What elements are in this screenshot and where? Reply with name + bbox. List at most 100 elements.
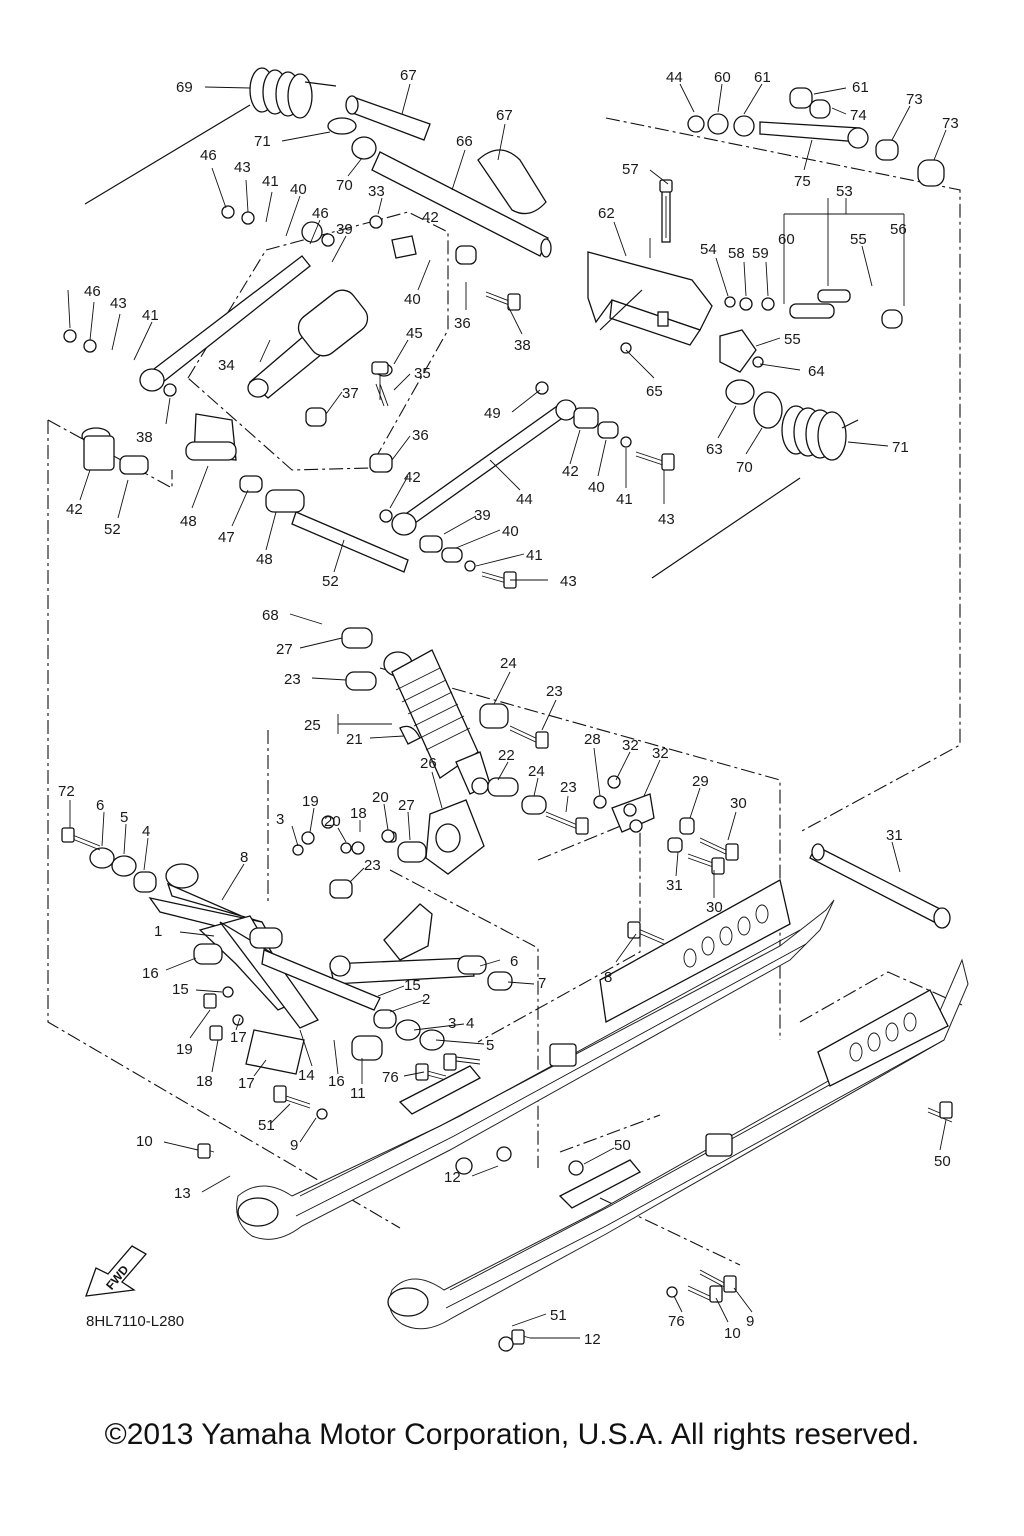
parts-diagram: FWD [47, 67, 969, 1352]
callout: 8 [240, 849, 248, 866]
callout: 10 [136, 1133, 153, 1150]
callout: 71 [892, 439, 909, 456]
callout: 46 [312, 205, 329, 222]
callout: 42 [66, 501, 83, 518]
callout: 58 [728, 245, 745, 262]
callout: 20 [372, 789, 389, 806]
callout: 71 [254, 133, 271, 150]
callout: 3 [276, 811, 284, 828]
callout: 32 [652, 745, 669, 762]
callout: 64 [808, 363, 825, 380]
callout: 16 [328, 1073, 345, 1090]
callout: 38 [136, 429, 153, 446]
callout: 43 [560, 573, 577, 590]
callout: 27 [276, 641, 293, 658]
callout: 68 [262, 607, 279, 624]
callout: 4 [466, 1015, 474, 1032]
callout: 45 [406, 325, 423, 342]
callout: 67 [400, 67, 417, 84]
callout: 38 [514, 337, 531, 354]
callout: 73 [906, 91, 923, 108]
callout: 43 [110, 295, 127, 312]
fasteners [61, 179, 953, 1352]
callout: 2 [422, 991, 430, 1008]
callout: 27 [398, 797, 415, 814]
callout: 56 [890, 221, 907, 238]
callout: 50 [614, 1137, 631, 1154]
callout: 52 [322, 573, 339, 590]
callout: 28 [584, 731, 601, 748]
callout: 53 [836, 183, 853, 200]
callout: 9 [746, 1313, 754, 1330]
callout: 42 [562, 463, 579, 480]
callout: 12 [584, 1331, 601, 1348]
callout: 41 [616, 491, 633, 508]
callout: 44 [516, 491, 533, 508]
callout: 74 [850, 107, 867, 124]
callout: 75 [794, 173, 811, 190]
callout: 12 [444, 1169, 461, 1186]
callout: 5 [486, 1037, 494, 1054]
callout-labels: 69 67 67 66 71 70 46 43 41 40 46 39 42 3… [58, 67, 959, 1348]
callout: 54 [700, 241, 717, 258]
callout: 46 [200, 147, 217, 164]
callout: 72 [58, 783, 75, 800]
callout: 19 [302, 793, 319, 810]
callout: 25 [304, 717, 321, 734]
callout: 76 [382, 1069, 399, 1086]
callout: 35 [414, 365, 431, 382]
callout: 15 [404, 977, 421, 994]
callout: 29 [692, 773, 709, 790]
callout: 42 [404, 469, 421, 486]
callout: 51 [258, 1117, 275, 1134]
upper-shock-absorber [247, 235, 417, 400]
callout: 16 [142, 965, 159, 982]
callout: 73 [942, 115, 959, 132]
rear-torsion-spring [651, 405, 859, 579]
callout: 23 [546, 683, 563, 700]
callout: 48 [180, 513, 197, 530]
callout: 40 [588, 479, 605, 496]
callout-leaders [67, 83, 947, 1339]
callout: 23 [284, 671, 301, 688]
callout: 5 [120, 809, 128, 826]
diagram-code: 8HL7110-L280 [86, 1313, 184, 1330]
front-arm-assembly [89, 847, 513, 1075]
callout: 15 [172, 981, 189, 998]
callout: 76 [668, 1313, 685, 1330]
left-slide-rail [236, 879, 835, 1240]
callout: 52 [104, 521, 121, 538]
callout: 49 [484, 405, 501, 422]
upper-bracket-assembly [587, 181, 903, 429]
upper-link-rods [81, 221, 619, 573]
callout: 30 [706, 899, 723, 916]
rear-axle [809, 843, 951, 929]
callout: 44 [666, 69, 683, 86]
callout: 17 [238, 1075, 255, 1092]
callout: 41 [262, 173, 279, 190]
callout: 30 [730, 795, 747, 812]
callout: 11 [350, 1085, 366, 1102]
callout: 6 [96, 797, 104, 814]
callout: 36 [412, 427, 429, 444]
callout: 67 [496, 107, 513, 124]
slide-rails [236, 843, 969, 1330]
callout: 46 [84, 283, 101, 300]
callout: 34 [218, 357, 235, 374]
callout: 41 [526, 547, 543, 564]
callout: 57 [622, 161, 639, 178]
callout: 61 [852, 79, 869, 96]
callout: 40 [290, 181, 307, 198]
callout: 8 [604, 969, 612, 986]
callout: 24 [528, 763, 545, 780]
callout: 59 [752, 245, 769, 262]
callout: 39 [474, 507, 491, 524]
callout: 39 [336, 221, 353, 238]
callout: 22 [498, 747, 515, 764]
callout: 69 [176, 79, 193, 96]
callout: 70 [336, 177, 353, 194]
callout: 14 [298, 1067, 315, 1084]
callout: 26 [420, 755, 437, 772]
callout: 42 [422, 209, 439, 226]
callout: 70 [736, 459, 753, 476]
